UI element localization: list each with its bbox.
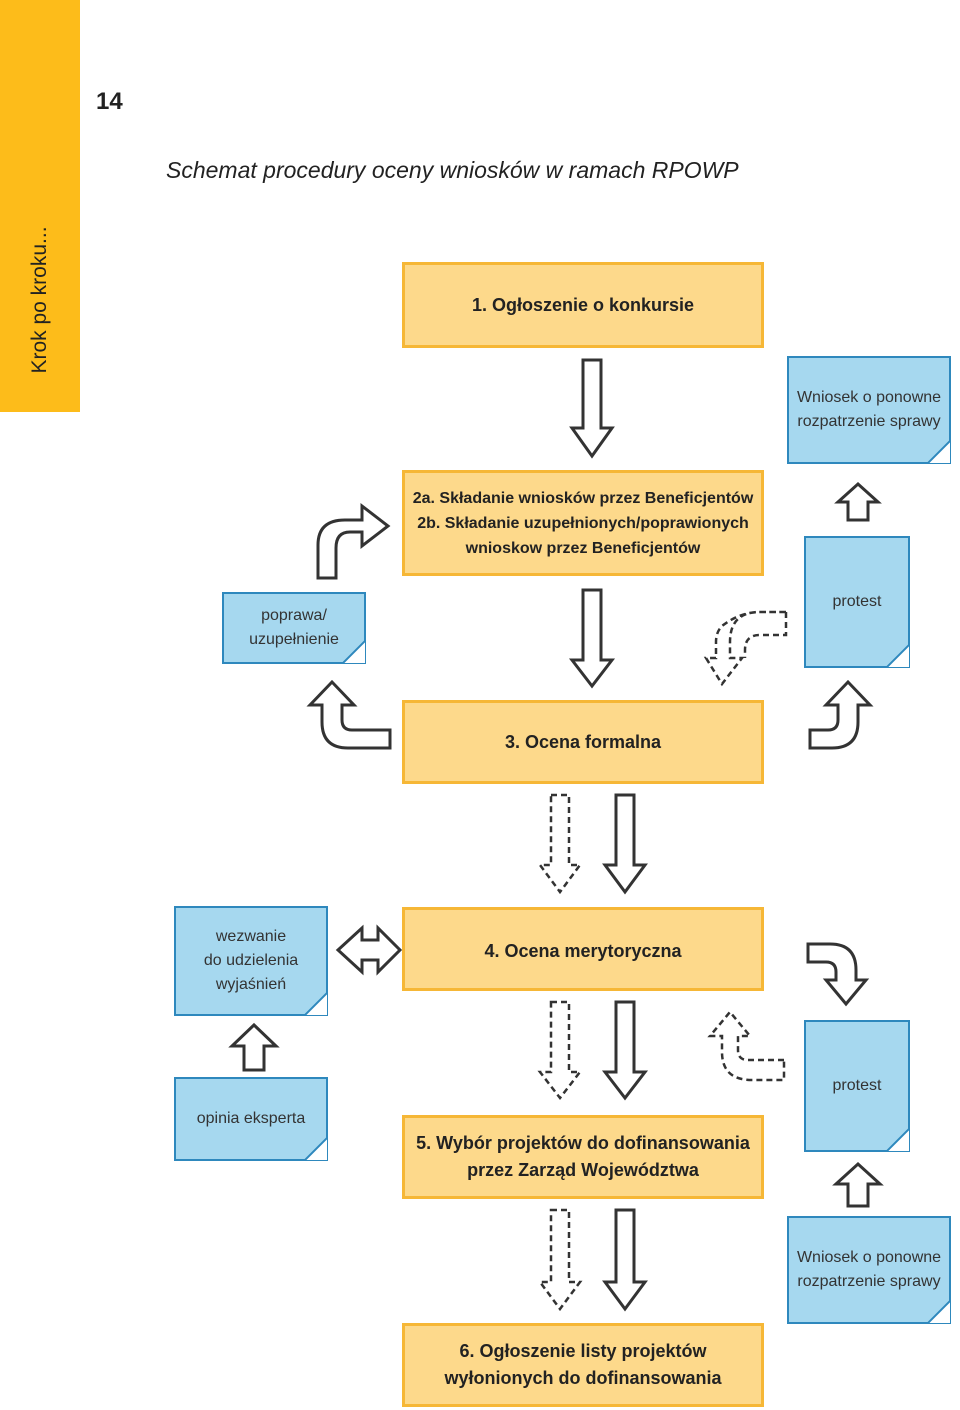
note-reconsideration-top-line-2: rozpatrzenie sprawy [797,413,941,430]
note-reconsideration-bottom: Wniosek o ponowne rozpatrzenie sprawy [787,1216,951,1324]
arrow-dashed-3-4 [537,793,583,895]
step-4-merit-evaluation: 4. Ocena merytoryczna [402,907,764,991]
page-fold-icon [927,440,951,464]
arrow-dashed-4-5 [537,1000,583,1101]
note-expert-opinion-text: opinia eksperta [196,1110,306,1127]
note-explanation-request: wezwanie do udzielenia wyjaśnień [174,906,328,1016]
arrow-double-wezwanie-step4 [335,924,403,976]
step-5-line-2: przez Zarząd Województwa [467,1160,699,1180]
arrow-down-1-2 [569,358,615,459]
note-correction-line-2: uzupełnienie [249,631,339,648]
step-6-results-list: 6. Ogłoszenie listy projektów wyłonionyc… [402,1323,764,1407]
step-2-line-1: 2a. Składanie wniosków przez Beneficjent… [412,489,754,507]
sidebar-tab: Krok po kroku... [0,0,80,412]
page-fold-icon [886,1128,910,1152]
note-explanation-line-1: wezwanie [215,928,287,945]
note-protest-top-text: protest [832,593,882,610]
step-3-formal-evaluation: 3. Ocena formalna [402,700,764,784]
note-reconsideration-bottom-line-2: rozpatrzenie sprawy [797,1273,941,1290]
page-fold-icon [304,1137,328,1161]
arrow-down-5-6 [602,1208,648,1312]
note-protest-bottom: protest [804,1020,910,1152]
note-correction: poprawa/ uzupełnienie [222,592,366,664]
note-reconsideration-bottom-line-1: Wniosek o ponowne [796,1249,942,1266]
page-fold-icon [927,1300,951,1324]
step-2-line-3: wnioskow przez Beneficjentów [465,539,701,557]
step-6-line-1: 6. Ogłoszenie listy projektów [459,1341,707,1361]
step-5-line-1: 5. Wybór projektów do dofinansowania [416,1133,750,1153]
note-reconsideration-top: Wniosek o ponowne rozpatrzenie sprawy [787,356,951,464]
page-fold-icon [886,644,910,668]
page-number: 14 [96,88,123,115]
arrow-down-2-3 [568,588,616,689]
step-1-announcement: 1. Ogłoszenie o konkursie [402,262,764,348]
arrow-curve-step3-to-protest [808,679,874,750]
arrow-dashed-curve-protest-bottom [707,1010,786,1082]
page-title: Schemat procedury oceny wniosków w ramac… [166,157,739,183]
note-explanation-line-3: wyjaśnień [215,976,287,993]
note-correction-line-1: poprawa/ [261,607,327,624]
arrow-curve-poprawa-to-step2 [316,502,391,580]
step-1-text: 1. Ogłoszenie o konkursie [471,294,695,315]
arrow-curve-step4-to-protest [806,942,870,1007]
arrow-up-protest-to-wniosek [834,481,882,522]
arrow-dashed-curve-protest-top [703,610,788,687]
note-protest-bottom-text: protest [832,1077,882,1094]
step-6-line-2: wyłonionych do dofinansowania [444,1368,722,1388]
note-reconsideration-top-line-1: Wniosek o ponowne [796,389,942,406]
arrow-up-opinia-to-wezwanie [228,1022,280,1072]
arrow-up-wniosek-to-protest [832,1161,884,1208]
step-4-text: 4. Ocena merytoryczna [484,941,682,961]
page-fold-icon [342,640,366,664]
note-protest-top: protest [804,536,910,668]
note-expert-opinion: opinia eksperta [174,1077,328,1161]
arrow-dashed-5-6 [537,1208,583,1312]
arrow-down-4-5 [601,1000,649,1101]
note-explanation-line-2: do udzielenia [203,952,299,969]
page-fold-icon [304,992,328,1016]
step-5-project-selection: 5. Wybór projektów do dofinansowania prz… [402,1115,764,1199]
step-2-submission: 2a. Składanie wniosków przez Beneficjent… [402,470,764,576]
step-3-text: 3. Ocena formalna [504,731,662,752]
step-2-line-2: 2b. Składanie uzupełnionych/poprawionych [417,514,749,532]
arrow-down-3-4 [602,793,648,895]
arrow-curve-step3-to-poprawa [306,679,392,750]
